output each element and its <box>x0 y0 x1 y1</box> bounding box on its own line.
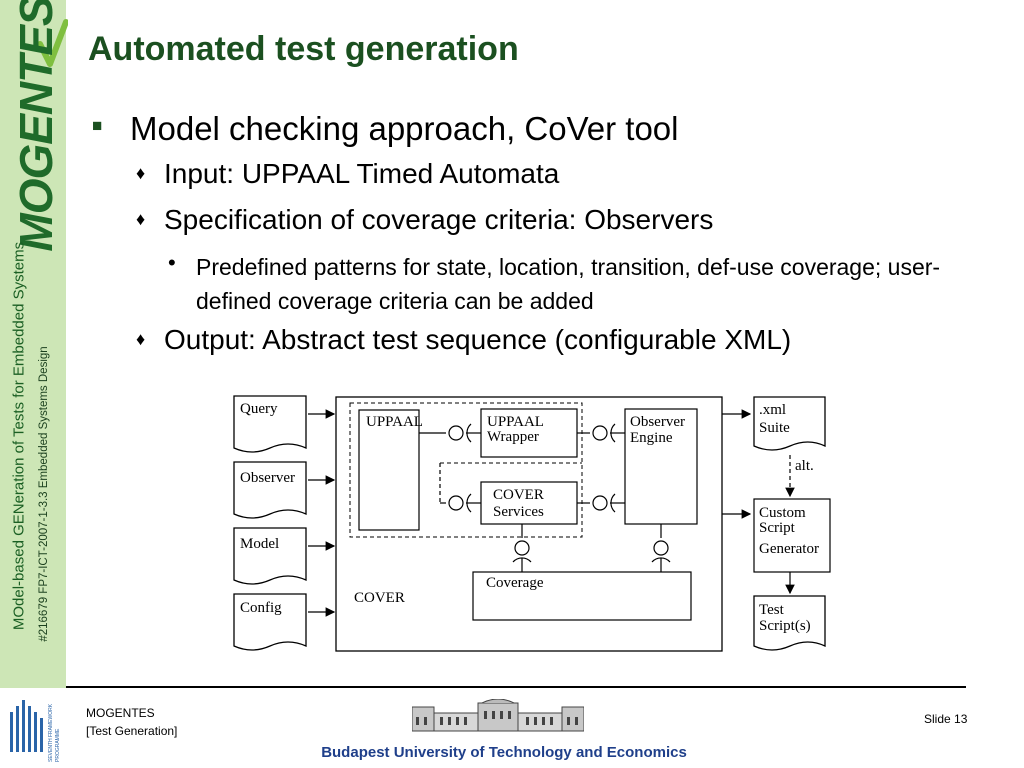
slide-title: Automated test generation <box>88 30 519 68</box>
doc-xml-suite: .xml Suite <box>753 396 826 451</box>
diamond-bullet-icon: ♦ <box>136 163 146 183</box>
sidebar-grant-id: #216679 FP7-ICT-2007-1-3.3 Embedded Syst… <box>38 346 50 642</box>
wrapper-label-2: Wrapper <box>487 429 539 445</box>
doc-model-label: Model <box>240 536 279 552</box>
observer-engine-box: Observer Engine <box>624 408 698 525</box>
checkmark-icon <box>38 19 68 67</box>
alt-label: alt. <box>795 458 814 474</box>
footer-project: MOGENTES <box>86 706 155 720</box>
doc-config: Config <box>233 593 307 651</box>
fp7-text-1: SEVENTH FRAMEWORK <box>48 703 54 762</box>
gen-label-1: Custom <box>759 505 806 521</box>
bullet-main: ■ Model checking approach, CoVer tool <box>92 108 992 158</box>
cover-services-box: COVER Services <box>480 481 578 525</box>
university-name: Budapest University of Technology and Ec… <box>321 744 687 761</box>
doc-query-label: Query <box>240 401 278 417</box>
dot-bullet-icon: • <box>168 250 176 275</box>
doc-observer-label: Observer <box>240 470 295 486</box>
bullet-spec-text: Specification of coverage criteria: Obse… <box>164 204 714 235</box>
services-label-2: Services <box>493 504 544 520</box>
gen-label-3: Generator <box>759 541 819 557</box>
test-label-2: Script(s) <box>759 618 811 634</box>
script-generator-box: Custom Script Generator <box>753 498 831 573</box>
bullet-input: ♦ Input: UPPAAL Timed Automata <box>92 158 992 204</box>
doc-query: Query <box>233 395 307 453</box>
diamond-bullet-icon: ♦ <box>136 329 146 349</box>
output-arrows <box>722 409 795 595</box>
bullet-list: ■ Model checking approach, CoVer tool ♦ … <box>92 108 992 370</box>
uppaal-box: UPPAAL <box>358 409 423 531</box>
uppaal-wrapper-box: UPPAAL Wrapper <box>480 408 578 458</box>
interface-connectors <box>419 423 671 572</box>
footer-divider <box>66 686 966 688</box>
sidebar: MOGENTES MOdel-based GENeration of Tests… <box>0 0 68 688</box>
slide-number: Slide 13 <box>924 712 968 726</box>
xml-label-2: Suite <box>759 420 790 436</box>
wrapper-label-1: UPPAAL <box>487 414 544 430</box>
mogentes-logo: MOGENTES <box>10 0 62 252</box>
square-bullet-icon: ■ <box>92 116 103 135</box>
diamond-bullet-icon: ♦ <box>136 209 146 229</box>
sidebar-project-name: MOdel-based GENeration of Tests for Embe… <box>10 241 28 631</box>
coverage-box: Coverage <box>472 571 692 621</box>
footer-left: MOGENTES [Test Generation] <box>86 704 177 740</box>
doc-config-label: Config <box>240 600 282 616</box>
bullet-main-text: Model checking approach, CoVer tool <box>130 110 679 147</box>
xml-label-1: .xml <box>759 402 786 418</box>
doc-observer: Observer <box>233 461 307 519</box>
doc-test-scripts: Test Script(s) <box>753 595 826 651</box>
doc-model: Model <box>233 527 307 585</box>
observer-label-2: Engine <box>630 430 673 446</box>
bullet-input-text: Input: UPPAAL Timed Automata <box>164 158 560 189</box>
bullet-output: ♦ Output: Abstract test sequence (config… <box>92 324 992 370</box>
bullet-output-text: Output: Abstract test sequence (configur… <box>164 324 792 355</box>
uppaal-label: UPPAAL <box>366 414 423 430</box>
input-arrows <box>308 409 336 617</box>
bullet-spec: ♦ Specification of coverage criteria: Ob… <box>92 204 992 250</box>
uppaal-group <box>349 402 583 538</box>
cover-label: COVER <box>354 590 405 606</box>
coverage-label: Coverage <box>486 575 544 591</box>
footer-section: [Test Generation] <box>86 724 178 738</box>
fp7-logo: SEVENTH FRAMEWORK PROGRAMME <box>10 700 61 762</box>
cover-architecture-diagram: Query Observer Model Config UPPAAL UPPAA… <box>233 395 831 652</box>
bullet-predefined: • Predefined patterns for state, locatio… <box>92 250 992 324</box>
fp7-text-2: PROGRAMME <box>55 728 61 762</box>
observer-label-1: Observer <box>630 414 685 430</box>
bullet-predefined-text: Predefined patterns for state, location,… <box>196 254 941 314</box>
services-label-1: COVER <box>493 487 544 503</box>
test-label-1: Test <box>759 602 785 618</box>
university-building-icon <box>412 699 584 732</box>
gen-label-2: Script <box>759 520 796 536</box>
